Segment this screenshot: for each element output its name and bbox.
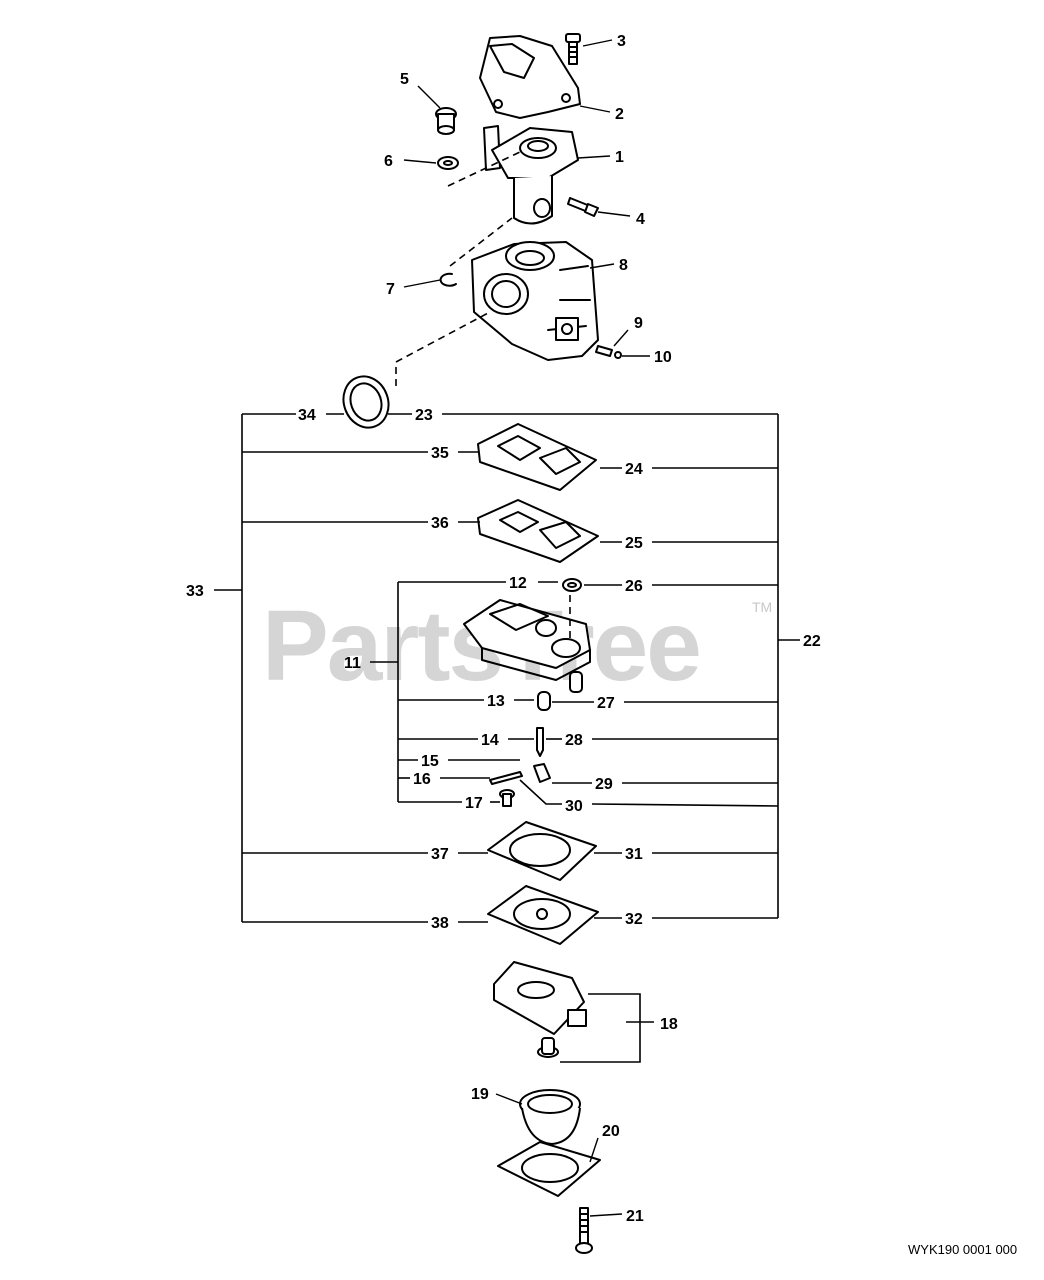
part-25-plate	[477, 499, 599, 563]
part-31-gasket	[487, 821, 597, 881]
part-16-pin	[489, 771, 523, 785]
callout-25: 25	[625, 535, 643, 552]
part-9-10-needle	[595, 345, 622, 359]
callout-33: 33	[186, 583, 204, 600]
callout-16: 16	[413, 771, 431, 788]
callout-12: 12	[509, 575, 527, 592]
part-28-needle	[536, 727, 544, 757]
callout-4: 4	[636, 211, 645, 228]
part-29-lever	[533, 763, 551, 783]
part-18-cover	[493, 961, 587, 1035]
part-19-primer-bulb	[519, 1089, 581, 1145]
part-2-throttle-bracket	[479, 35, 581, 119]
callout-28: 28	[565, 732, 583, 749]
callout-3: 3	[617, 33, 626, 50]
callout-23: 23	[415, 407, 433, 424]
callout-2: 2	[615, 106, 624, 123]
part-6-washer	[437, 156, 459, 170]
callout-14: 14	[481, 732, 499, 749]
callout-22: 22	[803, 633, 821, 650]
callout-13: 13	[487, 693, 505, 710]
callout-8: 8	[619, 257, 628, 274]
callout-34: 34	[298, 407, 316, 424]
callout-10: 10	[654, 349, 672, 366]
callout-37: 37	[431, 846, 449, 863]
callout-17: 17	[465, 795, 483, 812]
callout-32: 32	[625, 911, 643, 928]
part-1-throttle-body	[483, 125, 579, 225]
watermark-trademark: TM	[752, 599, 772, 615]
callout-5: 5	[400, 71, 409, 88]
callout-21: 21	[626, 1208, 644, 1225]
assembly-guides	[395, 151, 571, 640]
callout-labels: 3 2 1 4 5 6 7 8 9 10 34 23 35 24 36 25 1…	[186, 33, 821, 1225]
callout-19: 19	[471, 1086, 489, 1103]
part-11-pump-body	[463, 599, 591, 693]
part-20-primer-base	[497, 1141, 601, 1197]
callout-11: 11	[344, 655, 361, 672]
callout-7: 7	[386, 281, 395, 298]
callout-29: 29	[595, 776, 613, 793]
part-26-seat	[562, 578, 582, 592]
callout-27: 27	[597, 695, 615, 712]
callout-35: 35	[431, 445, 449, 462]
callout-24: 24	[625, 461, 643, 478]
callout-31: 31	[625, 846, 643, 863]
part-24-gasket	[477, 423, 597, 491]
part-18-pump	[537, 1037, 559, 1058]
part-5-adjust-screw	[435, 107, 457, 135]
callout-18: 18	[660, 1016, 678, 1033]
callout-38: 38	[431, 915, 449, 932]
part-3-screw	[565, 33, 581, 65]
leader-lines	[403, 39, 654, 1217]
part-8-carburetor-body	[471, 241, 599, 361]
part-32-diaphragm	[487, 885, 599, 945]
diagram-code: WYK190 0001 000	[908, 1242, 1017, 1257]
part-34-gasket	[342, 375, 390, 429]
callout-30: 30	[565, 798, 583, 815]
callout-20: 20	[602, 1123, 620, 1140]
callout-15: 15	[421, 753, 439, 770]
part-7-clip	[439, 272, 457, 287]
callout-36: 36	[431, 515, 449, 532]
callout-9: 9	[634, 315, 643, 332]
group-brackets	[214, 413, 800, 1063]
callout-26: 26	[625, 578, 643, 595]
callout-1: 1	[615, 149, 624, 166]
part-4-screw	[567, 197, 599, 217]
part-27-spring	[537, 691, 551, 711]
callout-6: 6	[384, 153, 393, 170]
part-21-screw	[575, 1207, 593, 1254]
part-17-screw	[499, 789, 515, 807]
